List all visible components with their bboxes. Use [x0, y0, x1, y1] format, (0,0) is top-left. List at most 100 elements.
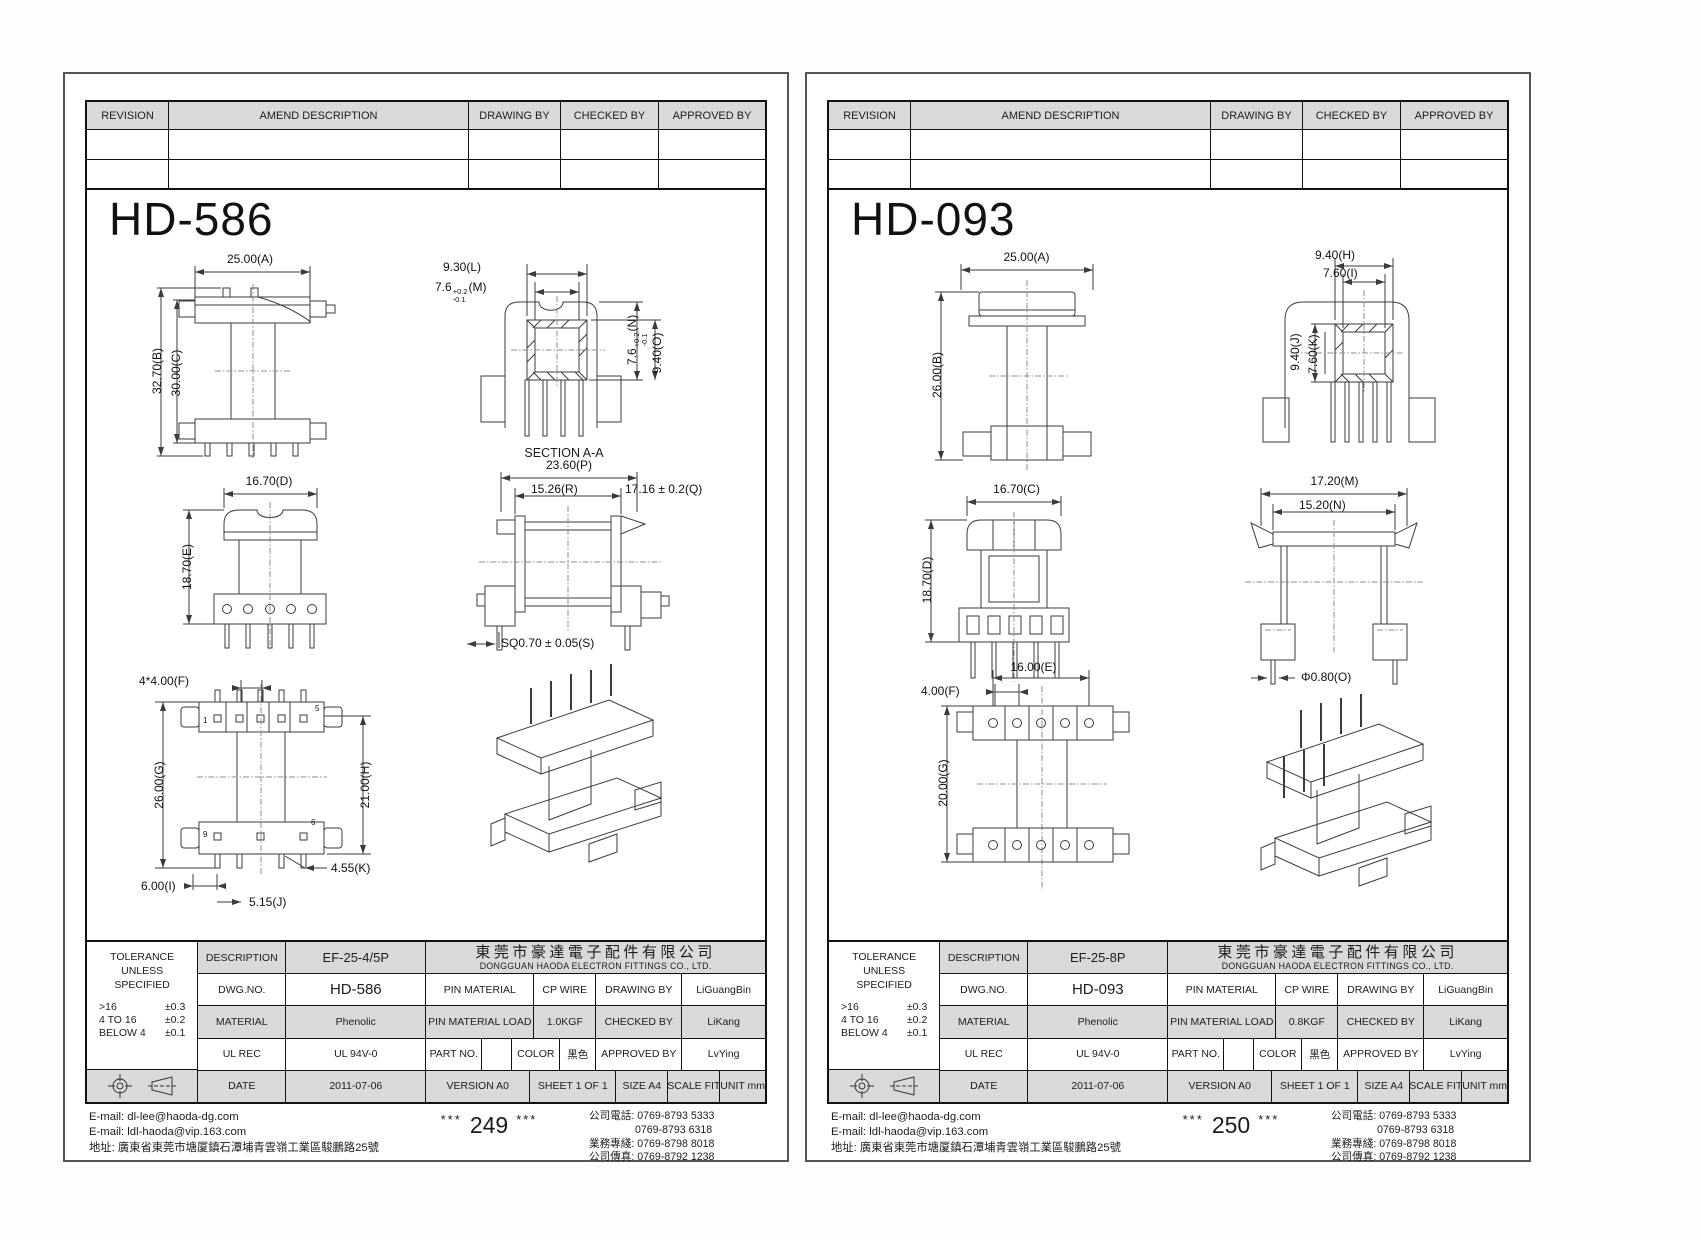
bottom-view-drawing	[155, 680, 371, 905]
phone-line-3: 公司傳真: 0769-8792 1238	[1331, 1151, 1457, 1164]
dim-l-label: 9.30(L)	[443, 260, 482, 274]
dim-c-label: 30.00(C)	[169, 349, 183, 397]
phone-line-1: 公司電話: 0769-8793 5333	[1331, 1110, 1457, 1122]
material-value: Phenolic	[286, 1006, 427, 1038]
tolerance-range: 4 TO 16	[99, 1013, 137, 1026]
dim-j-label: 9.40(J)	[1288, 333, 1302, 371]
tolerance-value: ±0.3	[164, 1000, 186, 1013]
revision-table: REVISION AMEND DESCRIPTION DRAWING BY CH…	[87, 102, 765, 190]
material-label: MATERIAL	[198, 1006, 287, 1038]
color-label: COLOR	[512, 1038, 561, 1070]
amend-description-col-header: AMEND DESCRIPTION	[169, 102, 469, 129]
dwg-no-label: DWG.NO.	[198, 974, 287, 1006]
revision-col-header: REVISION	[829, 102, 911, 129]
phone-line-1b: 0769-8793 6318	[635, 1123, 713, 1136]
pin-material-label: PIN MATERIAL	[426, 974, 535, 1006]
dim-b-label: 32.70(B)	[150, 347, 164, 395]
dim-h-label: 21.00(H)	[358, 761, 372, 809]
tolerance-block: TOLERANCE UNLESS SPECIFIED >16±0.3 4 TO …	[829, 942, 941, 1102]
part-no-label: PART NO.	[1168, 1038, 1225, 1070]
pin-load-label: PIN MATERIAL LOAD	[426, 1006, 535, 1038]
dim-e-label: 16.00(E)	[1010, 660, 1057, 674]
pin-number-1: 1	[203, 716, 208, 725]
dim-m-tolerance: +0.2-0.1	[453, 288, 468, 304]
top-view-drawing	[1245, 488, 1423, 685]
dwg-no-value: HD-586	[286, 974, 427, 1006]
dim-m-plus: +0.2	[452, 287, 468, 296]
revision-cell-empty	[1211, 159, 1303, 188]
dim-r-label: 15.26(R)	[531, 482, 578, 496]
dim-q-label: 17.16 ± 0.2(Q)	[625, 482, 703, 496]
projection-cone-icon	[148, 1076, 177, 1096]
dwg-no-row: DWG.NO. HD-586 PIN MATERIAL CP WIRE DRAW…	[198, 974, 765, 1007]
drawing-by-label: DRAWING BY	[1338, 974, 1425, 1006]
revision-cell-empty	[469, 159, 561, 188]
dim-m-label: 7.6+0.2-0.1(M)	[435, 280, 487, 304]
checked-by-value: LiKang	[1449, 1016, 1482, 1028]
checked-by-col-header: CHECKED BY	[1303, 102, 1401, 129]
revision-table: REVISION AMEND DESCRIPTION DRAWING BY CH…	[829, 102, 1507, 190]
dim-m-minus: -0.1	[452, 294, 466, 304]
material-value: Phenolic	[1028, 1006, 1169, 1038]
revision-cell-empty	[87, 159, 169, 188]
version-cell: VERSION A0	[426, 1070, 531, 1103]
pin-number-5: 5	[315, 704, 320, 713]
projection-symbols-cell	[829, 1070, 940, 1102]
company-name-cell: 東莞市豪達電子配件有限公司 DONGGUAN HAODA ELECTRON FI…	[426, 942, 765, 973]
material-row: MATERIAL Phenolic PIN MATERIAL LOAD 0.8K…	[940, 1006, 1507, 1039]
dim-f-label: 4*4.00(F)	[139, 674, 190, 688]
part-no-label: PART NO.	[426, 1038, 483, 1070]
dim-n-minus: -0.1	[640, 333, 649, 347]
tolerance-row: >16±0.3	[87, 1000, 197, 1013]
phone-block: 公司電話: 0769-8793 5333 0769-8793 6318 業務專綫…	[589, 1110, 769, 1165]
dim-m-value: 7.6	[435, 280, 452, 294]
dwg-no-label: DWG.NO.	[940, 974, 1029, 1006]
revision-empty-row	[829, 159, 1507, 188]
tolerance-row: BELOW 4±0.1	[829, 1026, 939, 1039]
tolerance-title: TOLERANCE UNLESS SPECIFIED	[852, 951, 917, 992]
page-number: 250	[1211, 1112, 1251, 1138]
checked-by-value: LiKang	[707, 1016, 740, 1028]
pin-load-label: PIN MATERIAL LOAD	[1168, 1006, 1277, 1038]
dim-n-tolerance: +0.2-0.1	[632, 332, 649, 347]
section-view: 9.30(L) 7.6+0.2-0.1(M) 7.6+0.2-0.1(N) 9.…	[435, 256, 689, 460]
sheet-of-cell: SHEET 1 OF 1	[530, 1070, 617, 1103]
revision-col-header: REVISION	[87, 102, 169, 129]
ul-rec-label: UL REC	[940, 1038, 1029, 1070]
page-number: 249	[469, 1112, 509, 1138]
dim-i-label: 7.60(I)	[1323, 266, 1358, 280]
description-row: DESCRIPTION EF-25-8P 東莞市豪達電子配件有限公司 DONGG…	[940, 942, 1507, 975]
revision-cell-empty	[469, 130, 561, 159]
contact-block: E-mail: dl-lee@haoda-dg.com E-mail: ldl-…	[89, 1110, 389, 1165]
dim-n-suffix: (N)	[625, 314, 640, 332]
top-view: 17.20(M) 15.20(N) Φ0.80(O)	[1207, 474, 1462, 688]
section-view: 9.40(H) 7.60(I) 9.40(J) 7.60(K)	[1227, 248, 1472, 455]
part-no-value	[1224, 1038, 1255, 1070]
tolerance-row: BELOW 4±0.1	[87, 1026, 197, 1039]
top-view: 23.60(P) 15.26(R) 17.16 ± 0.2(Q) SQ0.70 …	[439, 458, 703, 658]
tolerance-value: ±0.1	[164, 1026, 186, 1039]
tolerance-row: 4 TO 16±0.2	[87, 1013, 197, 1026]
revision-cell-empty	[87, 130, 169, 159]
tolerance-rows: >16±0.3 4 TO 16±0.2 BELOW 4±0.1	[87, 1000, 197, 1039]
section-caption: SECTION A-A	[524, 446, 604, 460]
title-block: TOLERANCE UNLESS SPECIFIED >16±0.3 4 TO …	[829, 942, 1507, 1103]
part-no-value	[482, 1038, 513, 1070]
amend-description-col-header: AMEND DESCRIPTION	[911, 102, 1211, 129]
ul-rec-value: UL 94V-0	[286, 1038, 427, 1070]
drawing-frame: REVISION AMEND DESCRIPTION DRAWING BY CH…	[827, 100, 1509, 1104]
revision-cell-empty	[911, 159, 1211, 188]
pin-load-value: 1.0KGF	[534, 1006, 597, 1038]
dim-g-label: 20.00(G)	[936, 759, 950, 807]
dim-e-label: 18.70(E)	[180, 543, 194, 591]
dim-g-label: 26.00(G)	[152, 761, 166, 809]
dim-i-label: 6.00(I)	[141, 879, 176, 893]
phone-line-3: 公司傳真: 0769-8792 1238	[589, 1151, 715, 1164]
approved-by-value: LvYing	[1449, 1048, 1482, 1061]
date-row: DATE 2011-07-06 VERSION A0 SHEET 1 OF 1 …	[940, 1070, 1507, 1103]
isometric-view	[1189, 690, 1459, 920]
tolerance-value: ±0.2	[906, 1013, 928, 1026]
email-line-2: E-mail: ldl-haoda@vip.163.com	[89, 1126, 247, 1139]
revision-cell-empty	[829, 130, 911, 159]
approved-by-col-header: APPROVED BY	[672, 109, 752, 122]
